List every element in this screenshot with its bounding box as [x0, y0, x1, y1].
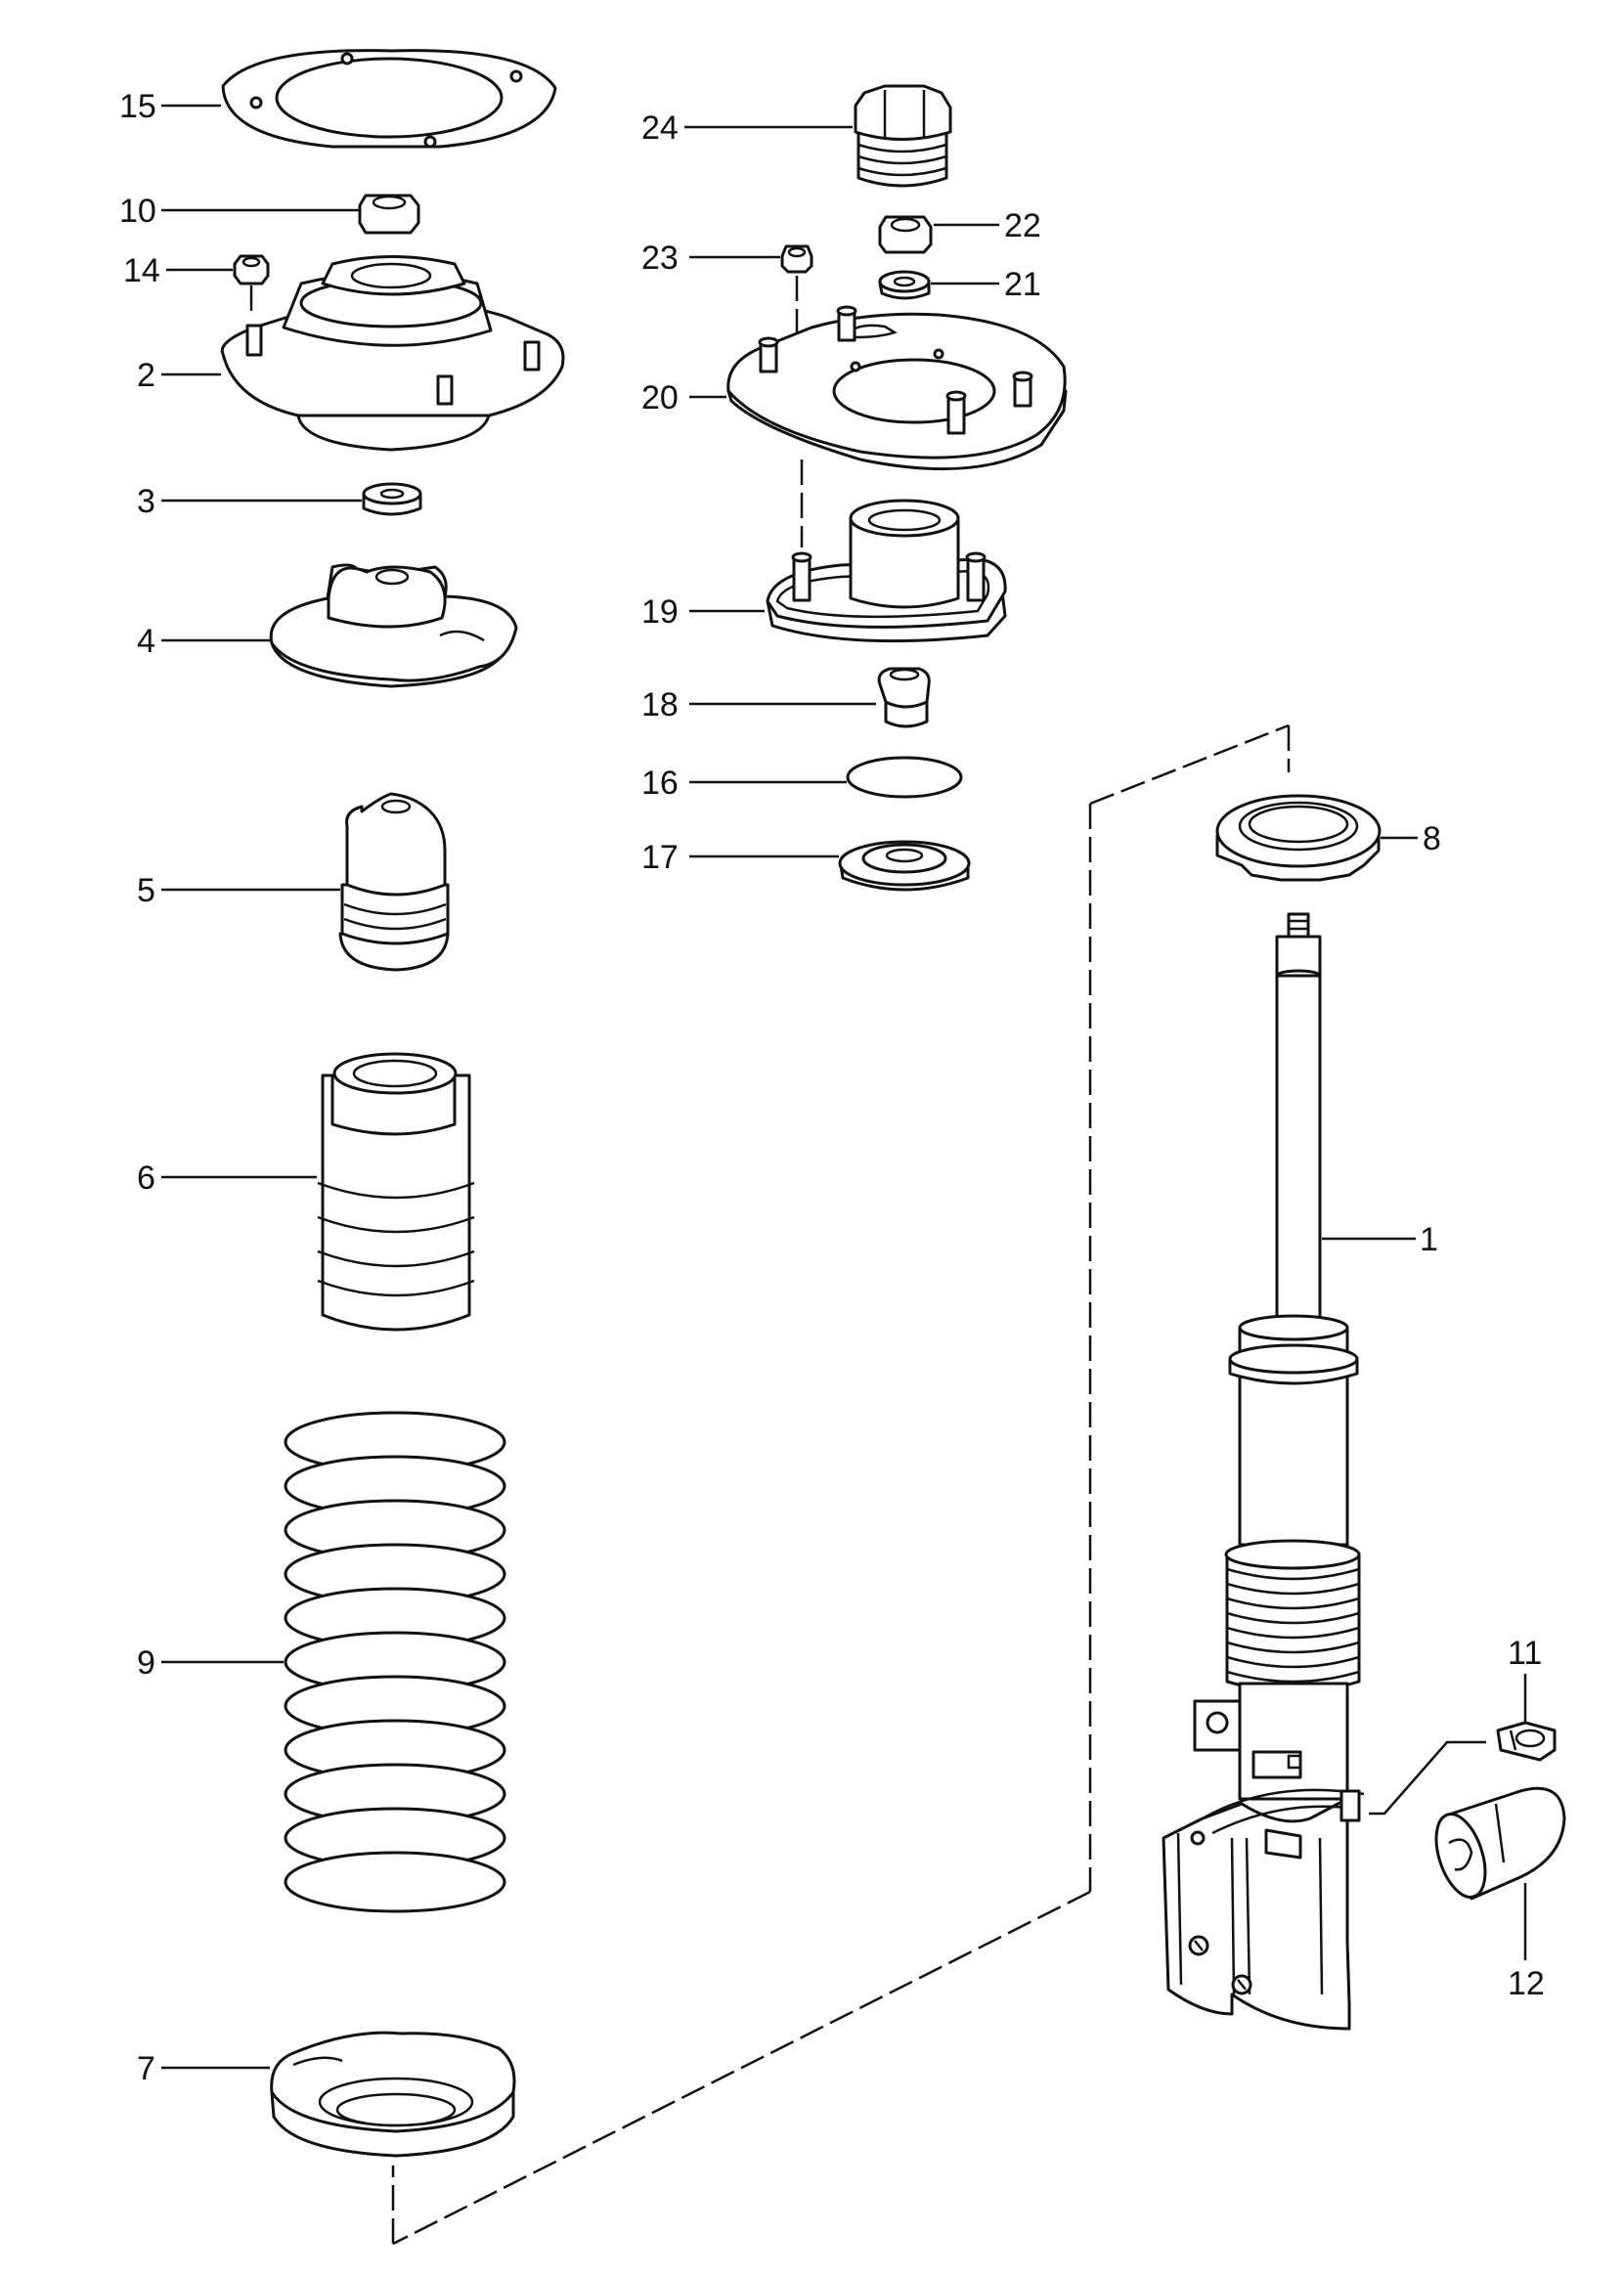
part-14-nut — [233, 254, 270, 311]
part-5-bump-stop — [338, 792, 450, 972]
part-16-ring — [846, 756, 963, 799]
part-24-plug — [854, 84, 952, 188]
callout-23: 23 — [641, 240, 679, 277]
part-22-nut — [878, 215, 933, 254]
callout-24: 24 — [641, 109, 679, 147]
part-1-strut — [1162, 912, 1365, 2031]
callout-6: 6 — [137, 1160, 155, 1197]
callout-1: 1 — [1420, 1221, 1438, 1258]
callout-9: 9 — [137, 1644, 155, 1682]
callout-11: 11 — [1508, 1635, 1542, 1672]
callout-2: 2 — [137, 357, 155, 394]
part-19-mount-housing — [766, 499, 1007, 643]
part-12-sleeve — [1434, 1786, 1566, 1901]
callout-labels: 15 10 14 2 3 4 5 6 9 7 24 22 23 21 20 19… — [119, 88, 1545, 2087]
callout-14: 14 — [123, 252, 160, 289]
callout-20: 20 — [641, 379, 679, 416]
callout-3: 3 — [137, 483, 155, 520]
part-21-washer — [878, 270, 931, 300]
part-2-strut-mount — [220, 255, 565, 452]
leader-11-to-strut — [1369, 1740, 1486, 1816]
part-7-spring-seat — [270, 2031, 516, 2158]
callout-5: 5 — [137, 872, 155, 909]
part-17-seat — [838, 840, 971, 892]
part-10-nut — [358, 194, 420, 235]
callout-15: 15 — [119, 88, 156, 125]
part-6-bellows — [317, 1052, 475, 1332]
callout-leaders — [161, 104, 1527, 2070]
callout-7: 7 — [137, 2050, 155, 2087]
callout-17: 17 — [641, 839, 679, 876]
callout-21: 21 — [1004, 266, 1041, 303]
part-15-gasket — [221, 49, 557, 149]
part-20-top-plate — [726, 305, 1068, 471]
part-4-cap — [269, 563, 518, 688]
part-8-ring-nut — [1215, 794, 1382, 882]
part-3-washer — [362, 482, 422, 516]
callout-22: 22 — [1004, 207, 1041, 244]
part-18-bushing — [877, 667, 931, 728]
part-11-clip — [1496, 1721, 1557, 1762]
callout-8: 8 — [1423, 820, 1441, 857]
callout-19: 19 — [641, 593, 679, 631]
callout-12: 12 — [1508, 1965, 1545, 2002]
assembly-guide-lines — [391, 723, 1291, 2246]
callout-18: 18 — [641, 686, 679, 723]
callout-4: 4 — [137, 623, 155, 660]
callout-10: 10 — [119, 193, 156, 230]
part-9-coil-spring — [284, 1411, 506, 1913]
callout-16: 16 — [641, 765, 679, 802]
